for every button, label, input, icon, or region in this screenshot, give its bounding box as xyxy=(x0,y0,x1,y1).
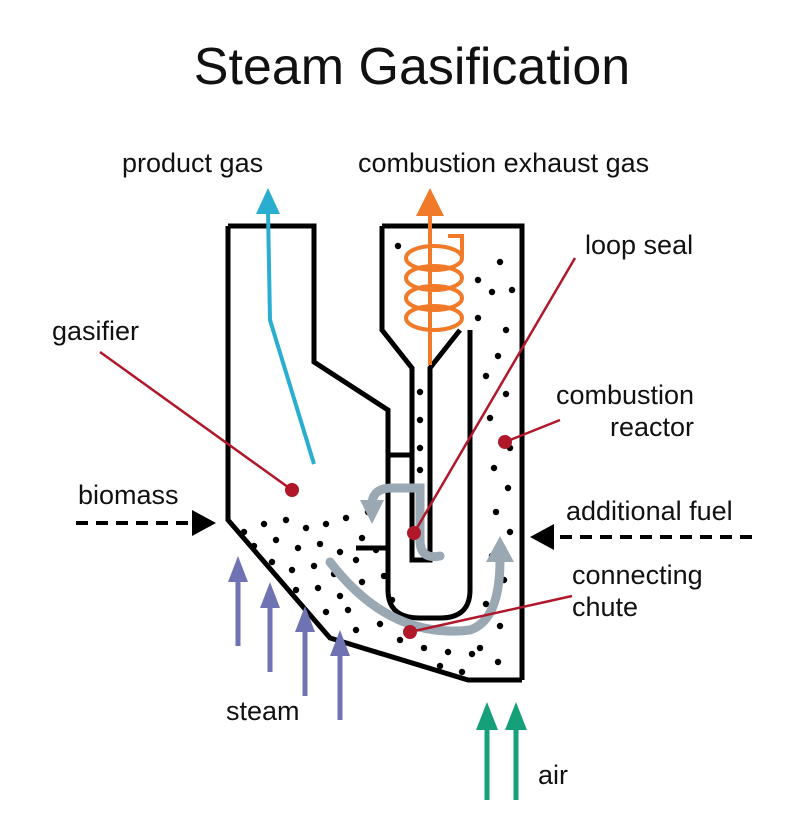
page-title: Steam Gasification xyxy=(194,38,630,96)
particle-dot xyxy=(282,516,290,524)
air-label: air xyxy=(538,760,568,790)
particle-dot xyxy=(482,600,490,608)
particle-dot xyxy=(336,548,344,556)
particle-dot xyxy=(496,258,504,266)
combustion-reactor-label-line1: combustion xyxy=(556,380,694,410)
particle-dot xyxy=(292,586,300,594)
fuel-arrowhead xyxy=(530,524,554,550)
connecting-chute-label-line1: connecting xyxy=(572,560,703,590)
product-gas-label: product gas xyxy=(122,148,263,178)
particle-dot xyxy=(314,584,322,592)
particle-dot xyxy=(486,414,494,422)
biomass-label: biomass xyxy=(78,480,179,510)
particle-dot xyxy=(506,528,514,536)
u-tube xyxy=(385,330,473,621)
particle-dot xyxy=(376,620,384,628)
loop-seal-label: loop seal xyxy=(585,230,693,260)
exhaust-coil xyxy=(404,234,464,332)
particle-dot xyxy=(436,662,444,670)
particle-dot xyxy=(468,650,476,658)
loop-seal-tube xyxy=(427,328,462,548)
connecting-chute-marker xyxy=(403,625,417,639)
particle-dots xyxy=(240,242,516,676)
particle-dot xyxy=(488,288,496,296)
particle-dot xyxy=(492,508,500,516)
steam-arrows xyxy=(228,556,350,720)
pointer-lines xyxy=(99,257,577,634)
particle-dot xyxy=(416,444,424,452)
pointer-dots xyxy=(285,435,512,639)
particle-dot xyxy=(474,314,482,322)
particle-dot xyxy=(458,668,466,676)
particle-dot xyxy=(352,556,360,564)
connecting-chute-label-line2: chute xyxy=(572,592,638,622)
combustion-reactor-label-line2: reactor xyxy=(610,412,694,442)
steam-label: steam xyxy=(226,696,300,726)
particle-dot xyxy=(508,286,516,294)
particle-dot xyxy=(358,578,366,586)
circulation-arrows xyxy=(325,483,505,636)
particle-dot xyxy=(342,514,350,522)
particle-dot xyxy=(302,524,310,532)
particle-dot xyxy=(294,544,302,552)
particle-dot xyxy=(272,536,280,544)
additional-fuel-label: additional fuel xyxy=(566,496,733,526)
particle-dot xyxy=(476,644,484,652)
particle-dot xyxy=(322,608,330,616)
biomass-arrowhead xyxy=(192,510,216,536)
cyclone-left-wall xyxy=(379,226,415,462)
particle-dot xyxy=(474,276,482,284)
particle-dot xyxy=(394,242,402,250)
particle-dot xyxy=(352,626,360,634)
particle-dot xyxy=(502,326,510,334)
particle-dot xyxy=(310,562,318,570)
exhaust-arrowhead xyxy=(416,188,444,216)
product-gas-arrowhead xyxy=(256,188,280,214)
particle-dot xyxy=(396,636,404,644)
particle-dot xyxy=(344,606,352,614)
gasifier-marker xyxy=(285,483,299,497)
particle-dot xyxy=(358,534,366,542)
particle-dot xyxy=(288,566,296,574)
particle-dot xyxy=(494,658,502,666)
product-gas-flow-line xyxy=(266,209,316,465)
particle-dot xyxy=(316,540,324,548)
particle-dot xyxy=(490,464,498,472)
particle-dot xyxy=(416,388,424,396)
particle-dot xyxy=(322,520,330,528)
particle-dot xyxy=(482,372,490,380)
particle-dot xyxy=(268,558,276,566)
particle-dot xyxy=(494,352,502,360)
gasifier-label: gasifier xyxy=(52,316,139,346)
gasifier-bottom-wall xyxy=(225,226,522,683)
particle-dot xyxy=(416,466,424,474)
loop-seal-marker xyxy=(407,526,421,540)
particle-dot xyxy=(504,484,512,492)
particle-dot xyxy=(496,622,504,630)
gasifier-vessel xyxy=(228,223,391,551)
particle-dot xyxy=(444,648,452,656)
particle-dot xyxy=(336,592,344,600)
particle-dot xyxy=(420,644,428,652)
particle-dot xyxy=(502,390,510,398)
particle-dot xyxy=(260,520,268,528)
air-arrows xyxy=(476,702,527,800)
exhaust-gas-label: combustion exhaust gas xyxy=(358,148,649,178)
combustion-reactor-marker xyxy=(498,435,512,449)
particle-dot xyxy=(416,416,424,424)
